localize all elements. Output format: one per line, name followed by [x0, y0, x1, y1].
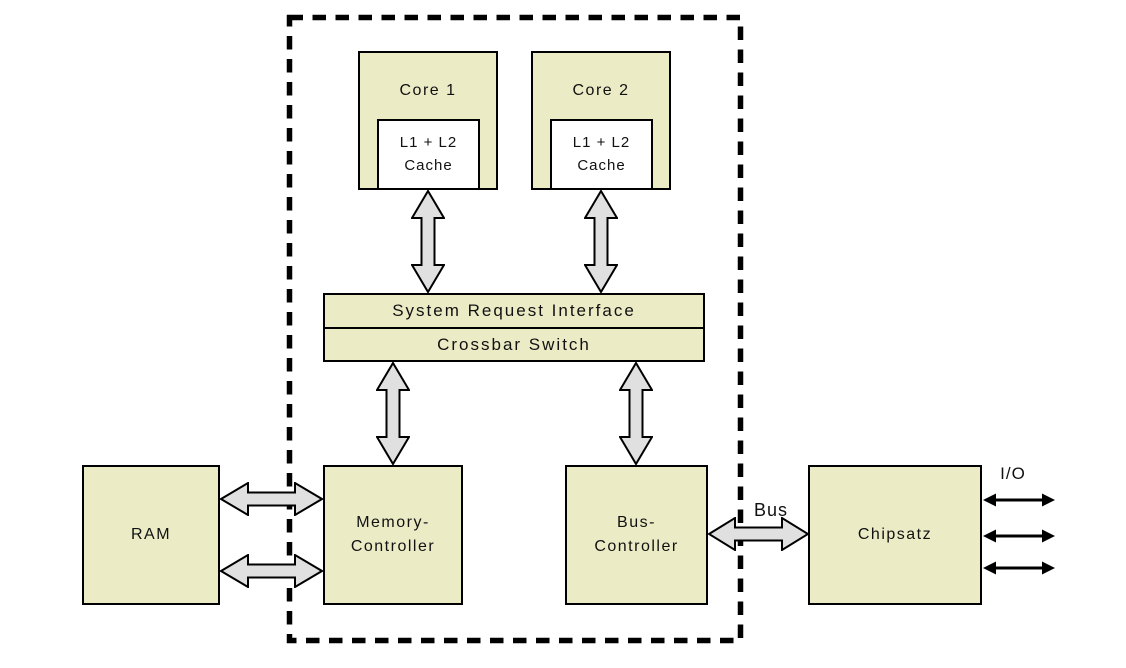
- ram-label: RAM: [130, 526, 172, 543]
- system-request-interface-bar: System Request Interface: [325, 295, 703, 329]
- double-arrow-crossbar-memory-icon: [376, 362, 410, 465]
- io-arrow-1-icon: [983, 493, 1055, 507]
- bus-controller-line2: Controller: [594, 538, 679, 555]
- crossbar-switch-label: Crossbar Switch: [437, 334, 591, 354]
- core1-cache-line1: L1 + L2: [399, 134, 458, 151]
- interface-bars: System Request Interface Crossbar Switch: [323, 293, 705, 362]
- double-arrow-ram-memory-1-icon: [220, 482, 323, 516]
- bus-controller-box: Bus- Controller: [565, 465, 708, 605]
- core2-cache-line1: L1 + L2: [572, 134, 631, 151]
- chipsatz-label: Chipsatz: [857, 526, 933, 543]
- double-arrow-core1-sri-icon: [411, 190, 445, 293]
- memory-controller-box: Memory- Controller: [323, 465, 463, 605]
- core1-cache-box: L1 + L2 Cache: [377, 119, 480, 190]
- system-request-interface-label: System Request Interface: [392, 301, 636, 320]
- chipsatz-box: Chipsatz: [808, 465, 982, 605]
- crossbar-switch-bar: Crossbar Switch: [325, 329, 703, 361]
- bus-label: Bus: [753, 500, 789, 520]
- double-arrow-bus-chipsatz-icon: [708, 517, 809, 551]
- memory-controller-line1: Memory-: [356, 514, 430, 531]
- core1-label: Core 1: [399, 82, 457, 99]
- bus-controller-line1: Bus-: [617, 514, 656, 531]
- double-arrow-crossbar-bus-icon: [619, 362, 653, 465]
- double-arrow-core2-sri-icon: [584, 190, 618, 293]
- io-arrow-2-icon: [983, 529, 1055, 543]
- memory-controller-line2: Controller: [350, 538, 436, 555]
- ram-box: RAM: [82, 465, 220, 605]
- core1-cache-line2: Cache: [404, 156, 453, 174]
- io-label: I/O: [1000, 464, 1026, 483]
- core2-label: Core 2: [572, 82, 630, 99]
- double-arrow-ram-memory-2-icon: [220, 554, 323, 588]
- core2-cache-line2: Cache: [577, 156, 626, 174]
- io-arrow-3-icon: [983, 561, 1055, 575]
- core2-cache-box: L1 + L2 Cache: [550, 119, 653, 190]
